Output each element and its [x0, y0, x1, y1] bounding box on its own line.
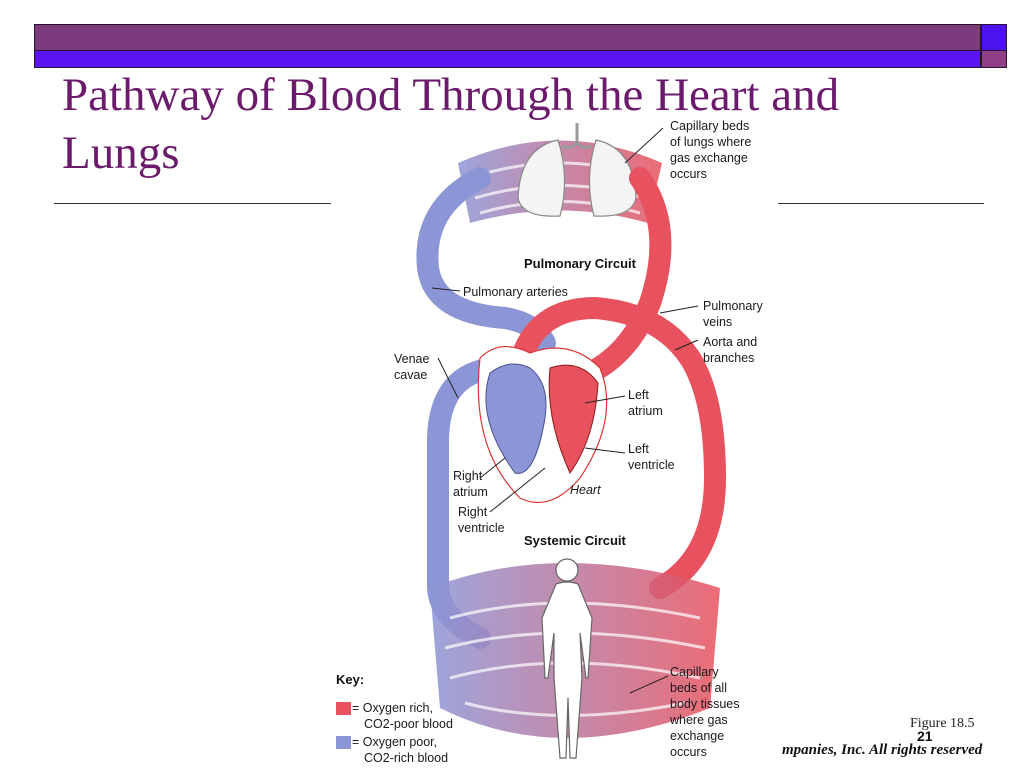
heart-right-side: [485, 363, 547, 474]
title-underline-left: [54, 203, 331, 204]
header-bar-top: [34, 24, 981, 52]
header-bar-bottom: [34, 50, 981, 68]
circulation-diagram: Capillary beds of lungs where gas exchan…: [336, 119, 766, 765]
key-swatch-oxygen-poor: [336, 736, 351, 749]
key-swatch-oxygen-rich: [336, 702, 351, 715]
label-right-ventricle: Right ventricle: [458, 505, 505, 535]
heart-left-side: [548, 364, 599, 474]
human-body-icon: [541, 558, 593, 759]
page-number: 21: [917, 728, 933, 744]
header-square-top: [981, 24, 1007, 52]
label-capillary-body: Capillary beds of all body tissues where…: [669, 665, 743, 759]
label-right-atrium: Right atrium: [453, 469, 488, 499]
label-aorta: Aorta and branches: [703, 335, 761, 365]
lungs-icon: [517, 123, 637, 217]
figure-reference: Figure 18.5: [910, 716, 975, 731]
label-left-ventricle: Left ventricle: [628, 442, 675, 472]
header-square-bottom: [981, 50, 1007, 68]
label-heart: Heart: [570, 483, 601, 497]
title-underline-right: [778, 203, 984, 204]
aorta-vessel: [509, 296, 727, 599]
key-oxygen-poor: = Oxygen poor, CO2-rich blood: [352, 735, 448, 765]
key-title: Key:: [336, 672, 364, 687]
label-pulmonary-veins: Pulmonary veins: [703, 299, 766, 329]
slide-title: Pathway of Blood Through the Heart and L…: [62, 69, 840, 179]
leader-lines: [431, 127, 699, 694]
label-venae-cavae: Venae cavae: [394, 352, 433, 382]
copyright-notice: mpanies, Inc. All rights reserved: [782, 742, 983, 758]
pulmonary-artery-vessel: [416, 167, 556, 354]
label-pulmonary-arteries: Pulmonary arteries: [463, 285, 568, 299]
label-pulmonary-circuit: Pulmonary Circuit: [524, 256, 637, 271]
label-capillary-lungs: Capillary beds of lungs where gas exchan…: [670, 119, 755, 181]
legend-key: Key: = Oxygen rich, CO2-poor blood = Oxy…: [336, 672, 453, 765]
label-systemic-circuit: Systemic Circuit: [524, 533, 627, 548]
label-left-atrium: Left atrium: [628, 388, 663, 418]
key-oxygen-rich: = Oxygen rich, CO2-poor blood: [352, 701, 453, 731]
